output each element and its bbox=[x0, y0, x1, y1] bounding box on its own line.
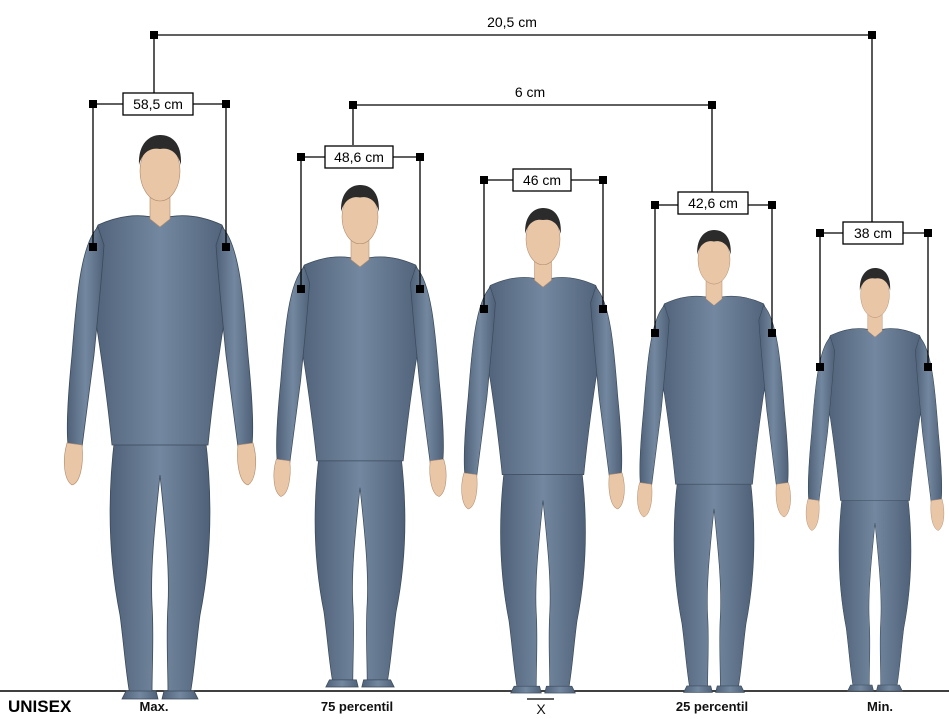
width-label-min: 38 cm bbox=[854, 225, 892, 241]
caption-min: Min. bbox=[867, 699, 893, 714]
width-label-max: 58,5 cm bbox=[133, 96, 183, 112]
width-label-mean: 46 cm bbox=[523, 172, 561, 188]
figure-min bbox=[806, 268, 944, 691]
outer-span-dimension: 20,5 cm bbox=[150, 14, 876, 226]
caption-max: Max. bbox=[140, 699, 169, 714]
outer-span-label: 20,5 cm bbox=[487, 14, 537, 30]
width-label-25: 42,6 cm bbox=[688, 195, 738, 211]
caption-25: 25 percentil bbox=[676, 699, 748, 714]
width-label-75: 48,6 cm bbox=[334, 149, 384, 165]
inner-span-label: 6 cm bbox=[515, 84, 545, 100]
figure-mean bbox=[462, 208, 625, 693]
group-label: UNISEX bbox=[8, 697, 72, 716]
figure-25-percentile bbox=[637, 230, 790, 692]
caption-mean: X bbox=[536, 701, 546, 717]
caption-75: 75 percentil bbox=[321, 699, 393, 714]
